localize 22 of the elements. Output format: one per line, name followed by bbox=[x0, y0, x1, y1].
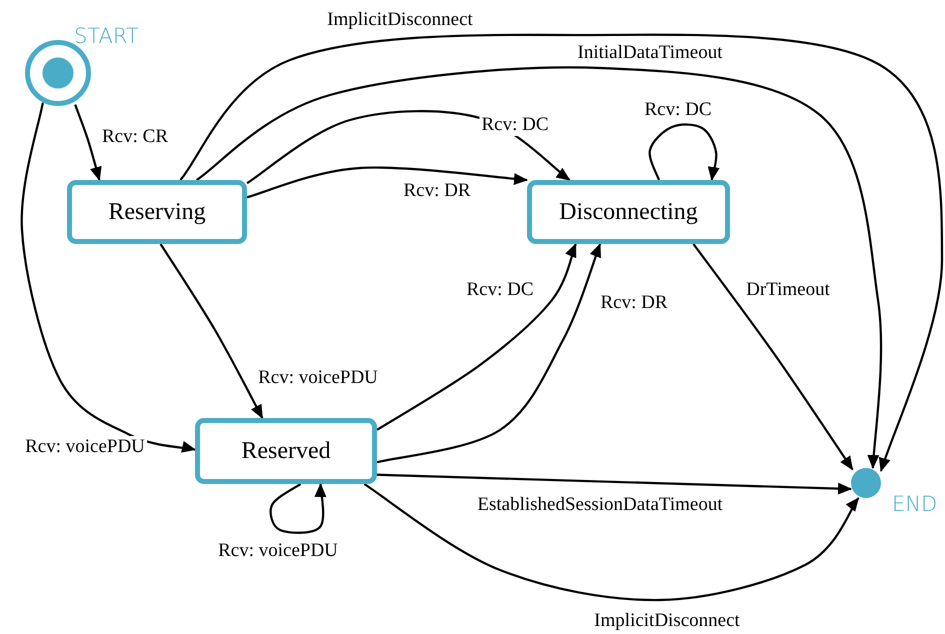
transition-arrow bbox=[246, 166, 528, 198]
transition-arrow bbox=[376, 474, 852, 495]
edge-label: ImplicitDisconnect bbox=[592, 610, 742, 632]
transition-arrow bbox=[270, 483, 328, 534]
transition-arrow bbox=[692, 243, 854, 470]
transition-arrow bbox=[20, 102, 196, 454]
edge-label: ImplicitDisconnect bbox=[325, 9, 475, 31]
transition-arrow bbox=[376, 243, 602, 464]
transition-arrow bbox=[364, 483, 860, 602]
state-box: Reserving bbox=[67, 180, 247, 244]
state-label: START bbox=[74, 24, 139, 48]
transition-arrow bbox=[648, 123, 720, 181]
transition-arrow bbox=[160, 243, 264, 419]
state-box: Disconnecting bbox=[527, 180, 730, 244]
state-box: Reserved bbox=[195, 418, 377, 484]
end-state-circle bbox=[851, 468, 881, 498]
transition-arrow bbox=[246, 110, 570, 184]
state-label: END bbox=[892, 492, 938, 516]
transition-arrow bbox=[376, 243, 577, 431]
transition-arrow bbox=[180, 34, 944, 472]
transition-arrow bbox=[74, 104, 102, 181]
transition-arrow bbox=[196, 66, 882, 469]
